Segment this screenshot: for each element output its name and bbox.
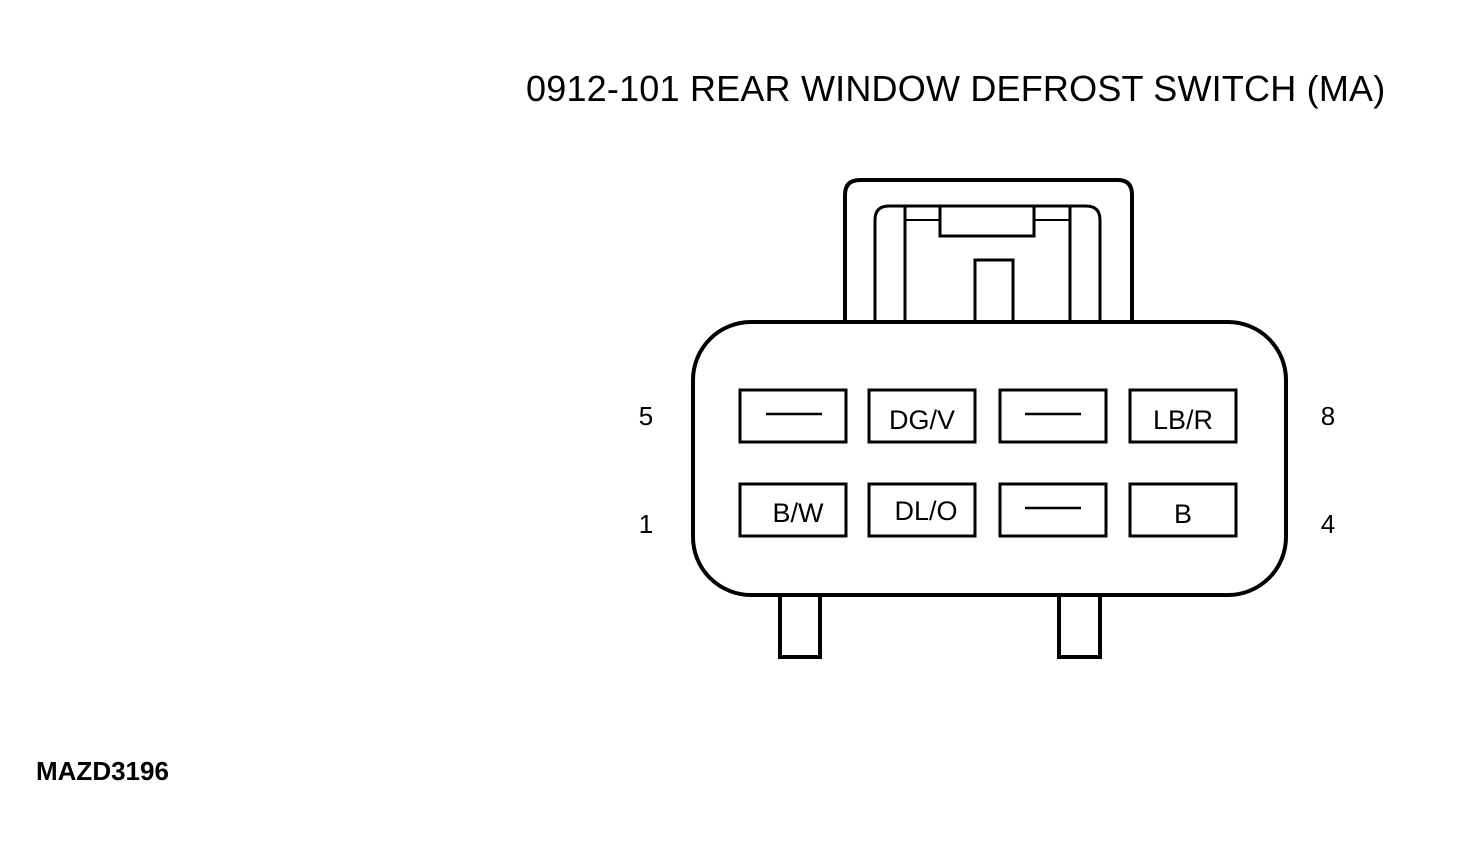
locking-tab-inner (873, 204, 1102, 322)
locking-tab-outer (843, 178, 1134, 322)
pin-number-8: 8 (1321, 401, 1335, 431)
pin-cavity-7 (998, 388, 1108, 444)
pin-label-8: LB/R (1153, 405, 1213, 435)
pin-number-1: 1 (639, 509, 653, 539)
pin-cavity-2: DL/O (867, 482, 977, 538)
leg-left (778, 595, 822, 659)
diagram-title: 0912-101 REAR WINDOW DEFROST SWITCH (MA) (526, 68, 1386, 109)
pin-cavity-5 (738, 388, 848, 444)
pin-cavity-3 (998, 482, 1108, 538)
pin-label-4: B (1174, 499, 1192, 529)
pin-cavity-4: B (1128, 482, 1238, 538)
pin-cavity-1: B/W (738, 482, 848, 538)
pin-cavity-8: LB/R (1128, 388, 1238, 444)
pin-cavity-6: DG/V (867, 388, 977, 444)
pin-number-4: 4 (1321, 509, 1335, 539)
pin-number-5: 5 (639, 401, 653, 431)
latch-block (938, 204, 1036, 238)
pin-label-6: DG/V (889, 405, 955, 435)
pin-label-2: DL/O (894, 496, 957, 526)
latch-stem (973, 258, 1015, 322)
pin-label-1: B/W (773, 498, 825, 528)
leg-right (1057, 595, 1102, 659)
figure-id: MAZD3196 (36, 756, 169, 786)
connector-body (691, 320, 1288, 597)
